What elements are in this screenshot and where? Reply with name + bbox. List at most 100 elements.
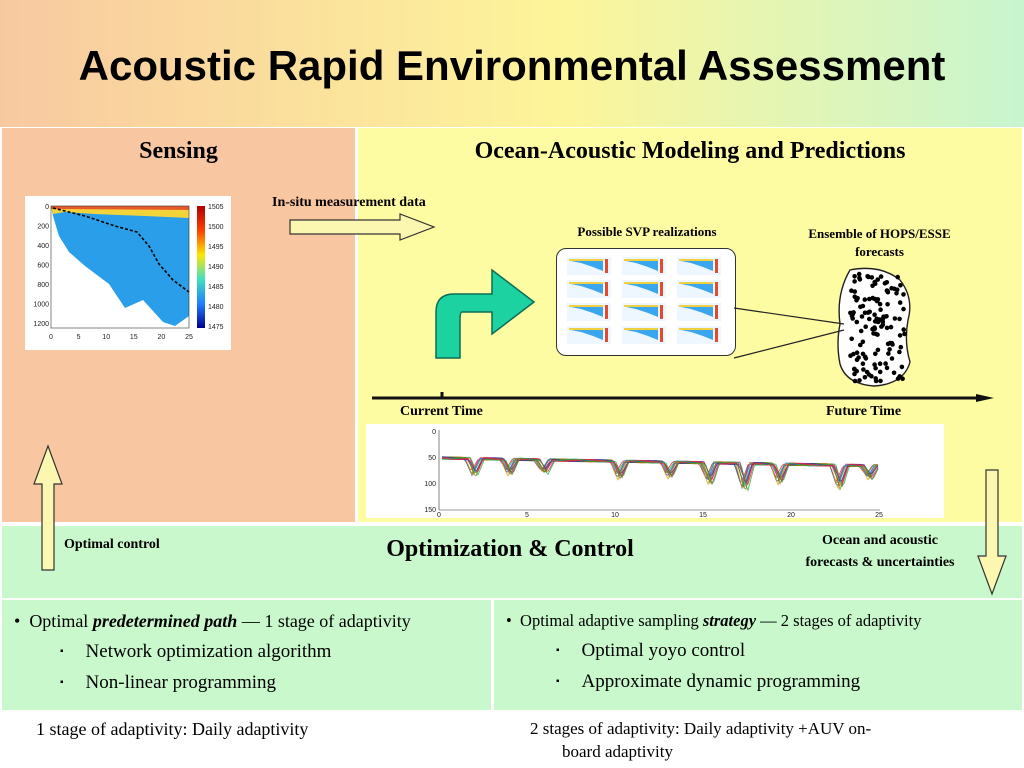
bullet-dot: • [506, 611, 521, 630]
ensemble-dot [857, 275, 862, 281]
ensemble-dot [851, 351, 856, 357]
ensemble-dot [854, 319, 860, 325]
turn-arrow [435, 268, 536, 359]
ensemble-dot [877, 361, 883, 366]
sensing-heading: Sensing [139, 138, 218, 164]
svp-thumbnail [622, 326, 666, 344]
ensemble-dot [860, 361, 866, 366]
svp-label: Possible SVP realizations [577, 224, 717, 239]
ensemble-dot [872, 362, 877, 367]
ensemble-dot [861, 367, 866, 372]
left-main-suffix: — 1 stage of adaptivity [237, 611, 411, 631]
ensemble-dot [899, 364, 905, 370]
ensemble-dot [858, 328, 864, 334]
colorbar-tick: 1480 [208, 304, 224, 311]
right-sub-item-1-text: Optimal yoyo control [581, 640, 746, 661]
sensing-y-tick: 1000 [33, 302, 49, 309]
sensing-x-tick: 5 [77, 334, 81, 341]
sensing-y-tick: 1200 [33, 321, 49, 328]
ensemble-dot [885, 289, 891, 295]
ensemble-dot [901, 327, 906, 332]
ensemble-dot [897, 374, 902, 379]
ensemble-dot [872, 279, 877, 285]
ensemble-dot [878, 378, 883, 384]
svp-thumbnail [677, 280, 721, 298]
ensemble-dot [897, 333, 903, 338]
ensemble-label-line2: forecasts [855, 244, 904, 259]
ensemble-dot [884, 365, 890, 371]
ensemble-dot [894, 291, 899, 296]
ensemble-dot [885, 302, 890, 307]
acoustic-x-tick: 0 [437, 512, 441, 518]
ensemble-dot [867, 296, 872, 302]
left-main-prefix: Optimal [29, 611, 93, 631]
ensemble-dot [873, 365, 878, 371]
svp-thumbnail [622, 257, 666, 275]
right-main-bullet: • Optimal adaptive sampling strategy — 2… [506, 611, 1022, 631]
ensemble-dot [854, 357, 860, 362]
right-sub-item-2-text: Approximate dynamic programming [581, 671, 861, 692]
optimization-heading: Optimization & Control [386, 536, 634, 562]
insitu-label: In-situ measurement data [272, 195, 426, 210]
ensemble-dot [897, 349, 902, 355]
acoustic-y-tick: 150 [424, 507, 436, 514]
svp-thumbnail [677, 326, 721, 344]
ensemble-dot [852, 274, 857, 279]
ensemble-dot [864, 369, 870, 375]
ensemble-dot [898, 283, 903, 288]
ensemble-dot [849, 313, 855, 319]
ensemble-dot [874, 298, 880, 304]
ensemble-dot [863, 324, 868, 329]
page-title: Acoustic Rapid Environmental Assessment [78, 42, 946, 89]
ensemble-dot [877, 369, 883, 375]
ensemble-dot [869, 275, 875, 280]
right-footer-line2: board adaptivity [562, 742, 673, 761]
ensemble-dot [860, 351, 866, 357]
acoustic-x-tick: 5 [525, 512, 529, 518]
optimization-panel [2, 526, 1022, 598]
future-time-label: Future Time [826, 404, 902, 419]
sensing-x-tick: 0 [49, 334, 53, 341]
ensemble-dot [892, 316, 898, 321]
ensemble-dot [875, 319, 881, 325]
left-main-bullet: • Optimal predetermined path — 1 stage o… [14, 611, 489, 632]
ensemble-dot [878, 307, 883, 312]
sensing-x-tick: 15 [130, 334, 138, 341]
acoustic-curve [441, 456, 879, 485]
ensemble-dot [862, 297, 868, 302]
forecasts-label-line1: Ocean and acoustic [822, 533, 938, 548]
right-main-suffix: — 2 stages of adaptivity [756, 611, 922, 630]
ensemble-dot-group [848, 271, 907, 384]
acoustic-x-tick: 15 [699, 512, 707, 518]
left-main-emph: predetermined path [92, 611, 238, 631]
ensemble-dot [873, 378, 879, 384]
ensemble-dot [889, 356, 895, 361]
sensing-y-tick: 200 [37, 224, 49, 231]
ensemble-dot [901, 306, 906, 312]
sensing-y-tick: 0 [45, 204, 49, 211]
svp-thumbnail [567, 326, 611, 344]
timeline-arrow [372, 392, 994, 402]
ensemble-dot [870, 326, 875, 332]
ensemble-dot [886, 351, 891, 356]
ensemble-dot [873, 331, 878, 337]
ensemble-dot [891, 370, 897, 376]
ensemble-dot [897, 316, 902, 322]
right-main-prefix: Optimal adaptive sampling [520, 611, 703, 630]
ensemble-dot [852, 378, 858, 384]
ensemble-dot [849, 336, 854, 342]
ensemble-dot [877, 301, 883, 307]
current-time-label: Current Time [400, 404, 483, 419]
left-sub-item-2: ▪Non-linear programming [60, 672, 277, 693]
ensemble-dot [858, 304, 863, 310]
acoustic-y-tick: 0 [432, 429, 436, 436]
svp-thumbnail [622, 303, 666, 321]
ensemble-dot [862, 375, 868, 380]
ensemble-dot [884, 325, 890, 331]
ensemble-dot [887, 347, 892, 352]
left-sub-item-1: ▪Network optimization algorithm [60, 641, 332, 662]
ensemble-dot [852, 289, 858, 294]
